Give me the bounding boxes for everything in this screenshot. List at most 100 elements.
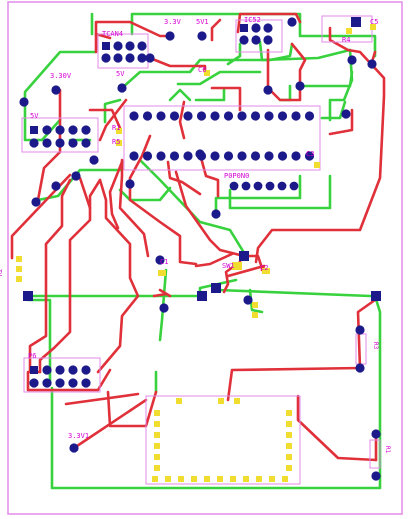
label-r1-right: R1 [384, 446, 391, 454]
label-c6: C6 [198, 66, 206, 74]
ic52-pin [251, 35, 261, 45]
module-pad-left [154, 454, 160, 460]
header-left-pin [55, 138, 65, 148]
p0p0n0-pin [289, 181, 299, 191]
module-pad-bottom [217, 476, 223, 482]
label-c5: C5 [370, 18, 378, 26]
module-pad-top [176, 398, 182, 404]
header-bottom-pin1 [30, 366, 38, 374]
ic-pin-bottom [304, 151, 315, 161]
ic-pin-top [183, 111, 193, 121]
header-bottom-pin [42, 378, 52, 388]
ic-pin-top [264, 111, 274, 121]
ic-pin-top [237, 111, 247, 121]
via-pad [51, 181, 61, 191]
ic-pin-bottom [223, 151, 234, 161]
via-pad [371, 471, 381, 481]
silk-r1 [369, 439, 381, 469]
via-pad [71, 171, 81, 181]
via-pad [263, 85, 273, 95]
module-pad-right [286, 443, 292, 449]
square-pad [23, 291, 33, 301]
r5-pad [116, 140, 122, 146]
ic-pin-top [142, 111, 153, 121]
label-popono: P0P0N0 [224, 172, 249, 180]
ic-pin-top [169, 111, 180, 121]
c2-pad [262, 268, 270, 274]
silk-ic-chip [123, 105, 321, 171]
module-pad-left [154, 421, 160, 427]
ic-pin-bottom [291, 151, 301, 161]
r2-pad [16, 266, 22, 272]
header-top-pin1 [102, 42, 110, 50]
module-pad-left [154, 443, 160, 449]
ic-pin-bottom [264, 151, 274, 161]
ic-pin-top [129, 111, 139, 121]
label-r4: R4 [342, 36, 350, 44]
ic52-pin [263, 35, 273, 45]
via-pad [355, 363, 365, 373]
label-p6: P6 [28, 352, 36, 360]
p0p0n0-pin [229, 181, 239, 191]
via-pad [355, 325, 365, 335]
module-pad-right [286, 421, 292, 427]
module-pad-right [286, 454, 292, 460]
module-pad-right [286, 410, 292, 416]
label-c2: C2 [260, 264, 268, 272]
silk-header-bottom [23, 357, 101, 393]
square-pad [371, 291, 381, 301]
header-left-pin [68, 125, 78, 135]
header-left-pin [42, 125, 52, 135]
silk-ic52 [235, 19, 283, 53]
module-pad-bottom [178, 476, 184, 482]
header-top-pin [137, 53, 147, 63]
label-sw: SW1 [222, 262, 235, 270]
r2-pad [16, 256, 22, 262]
module-pad-bottom [243, 476, 249, 482]
ic-pin-top [250, 111, 261, 121]
ic-pin-top [156, 111, 166, 121]
via-pad [125, 179, 135, 189]
header-left-pin [68, 138, 78, 148]
via-pad [145, 53, 155, 63]
ic-pin-top [304, 111, 315, 121]
ic-pin-bottom [250, 151, 261, 161]
via-pad [347, 55, 357, 65]
via-pad [159, 303, 169, 313]
via-pad [371, 429, 381, 439]
module-pad-bottom [256, 476, 262, 482]
ic-pin-top [223, 111, 234, 121]
board-outline [7, 1, 403, 515]
via-pad [117, 83, 127, 93]
c6-pad [204, 70, 210, 76]
header-bottom-pin [55, 378, 65, 388]
header-top-pin [113, 41, 123, 51]
module-pad-left [154, 432, 160, 438]
ic-pin-bottom [129, 151, 139, 161]
ic-pin-top [196, 111, 207, 121]
sw-pad [232, 262, 242, 270]
via-pad [197, 31, 207, 41]
label-5v1: 5V1 [196, 18, 209, 26]
p0p0n0-pin [253, 181, 263, 191]
ic52-pin [239, 35, 249, 45]
silk-header-top [97, 33, 149, 69]
r-pad [252, 302, 258, 308]
silk-r3 [355, 333, 367, 365]
header-bottom-pin [68, 378, 78, 388]
label-r3-right: R3 [372, 342, 379, 350]
header-bottom-pin [55, 365, 65, 375]
via-pad [341, 109, 351, 119]
via-pad [211, 209, 221, 219]
label-c1: C1 [160, 258, 168, 266]
label-c3: C3 [306, 150, 314, 158]
header-bottom-pin [68, 365, 78, 375]
ic-pin-bottom [277, 151, 288, 161]
module-pad-bottom [230, 476, 236, 482]
via-pad [69, 443, 79, 453]
r2-pad [16, 276, 22, 282]
module-pad-bottom [204, 476, 210, 482]
via-pad [367, 59, 377, 69]
label-tcan4: TCAN4 [102, 30, 123, 38]
label-r5: R5 [112, 138, 120, 146]
